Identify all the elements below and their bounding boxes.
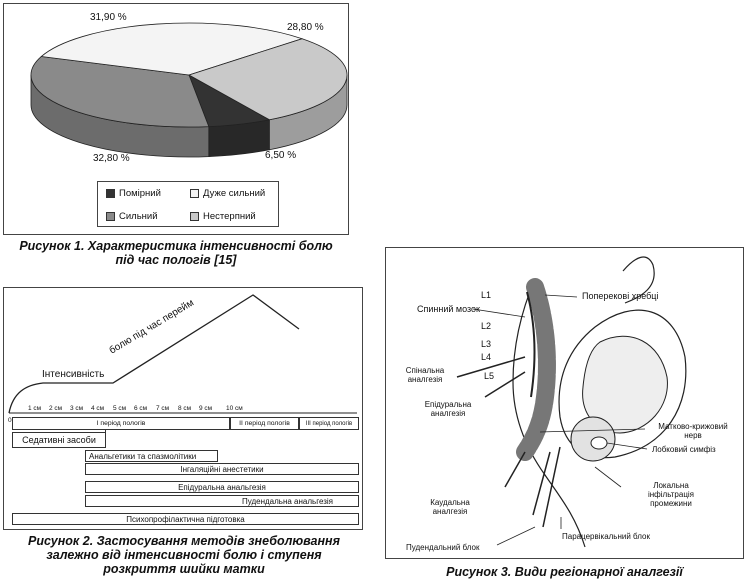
figure1-pie-chart [30, 22, 348, 158]
cm-tick-10: 10 см [226, 405, 243, 412]
period-second: II період пологів [230, 417, 299, 430]
cm-tick-2: 2 см [49, 405, 63, 412]
period-first: I період пологів [12, 417, 230, 430]
pudendal-needle [532, 451, 551, 516]
sedatives-connector [105, 430, 106, 447]
label-vertebrae: Поперекові хребці [582, 291, 659, 301]
label-uterosacral: Матково-крижовий нерв [658, 422, 728, 440]
pie-slice-unbearable [187, 38, 348, 121]
method-sedatives: Седативні засоби [12, 432, 106, 448]
method-pudendal: Пудендальна анальгезія [85, 495, 359, 507]
cm-zero-label: 0 [8, 417, 12, 424]
legend-label-strong: Сильний [119, 211, 158, 222]
method-inhalation: Інгаляційні анестетики [85, 463, 359, 475]
figure2-caption-line1: Рисунок 2. Застосування методів знеболюв… [28, 534, 340, 548]
label-L2: L2 [481, 321, 492, 331]
cm-tick-1: 1 см [28, 405, 42, 412]
legend-swatch-strong [106, 212, 115, 221]
figure1-caption: Рисунок 1. Характеристика інтенсивності … [0, 239, 352, 267]
label-symphysis: Лобковий симфіз [652, 445, 716, 454]
label-L5: L5 [484, 371, 495, 381]
cm-tick-4: 4 см [91, 405, 105, 412]
legend-item-strong: Сильний [106, 211, 158, 222]
label-local: Локальна інфільтрація промежини [647, 481, 695, 508]
figure1-legend: Помірний Дуже сильний Сильний Нестерпний [97, 181, 279, 227]
method-analgesics: Анальгетики та спазмолітики [85, 450, 218, 462]
label-spinal-cord: Спинний мозок [417, 304, 480, 314]
method-psychoprophylaxis: Психопрофілактична підготовка [12, 513, 359, 525]
figure3-anatomy-drawing [456, 256, 687, 548]
vertebral-column [516, 278, 556, 461]
leader-uterosacral [539, 428, 646, 433]
caudal-needle [504, 451, 526, 488]
legend-item-very-strong: Дуже сильний [190, 188, 265, 199]
figure2-caption-line2: залежно від інтенсивності болю і ступеня [46, 548, 322, 562]
legend-swatch-very-strong [190, 189, 199, 198]
cm-tick-9: 9 см [199, 405, 213, 412]
cm-tick-3: 3 см [70, 405, 84, 412]
pie-slice-strong [30, 56, 210, 128]
pie-label-unbearable: 28,80 % [287, 22, 324, 33]
curve-label-intensity: Інтенсивність [42, 369, 105, 380]
pain-curve-line [8, 294, 300, 414]
legend-item-unbearable: Нестерпний [190, 211, 256, 222]
label-spinal: Спінальна аналгезія [405, 366, 445, 384]
label-paracervical: Парацервікальний блок [562, 532, 650, 541]
pie-label-moderate: 6,50 % [265, 150, 297, 161]
legend-swatch-moderate [106, 189, 115, 198]
legend-label-unbearable: Нестерпний [203, 211, 256, 222]
cm-tick-5: 5 см [113, 405, 127, 412]
spinal-cord-line [526, 291, 536, 398]
paracervical-needle [542, 446, 561, 528]
figure1-caption-line2: під час пологів [15] [115, 253, 237, 267]
cm-tick-6: 6 см [134, 405, 148, 412]
label-L4: L4 [481, 352, 492, 362]
cm-tick-7: 7 см [156, 405, 170, 412]
leader-spinal-cord [472, 308, 526, 318]
leader-vertebrae [544, 294, 578, 298]
label-pudendal: Пудендальний блок [406, 543, 480, 552]
legend-label-moderate: Помірний [119, 188, 161, 199]
pie-label-strong: 32,80 % [93, 153, 130, 164]
back-outline [512, 278, 586, 548]
leader-local [594, 466, 622, 488]
period-third: III період пологів [299, 417, 359, 430]
figure1-frame [3, 3, 349, 235]
spinal-needle [456, 356, 526, 378]
label-caudal: Каудальна аналгезія [430, 498, 470, 516]
label-epidural: Епідуральна аналгезія [424, 400, 472, 418]
legend-label-very-strong: Дуже сильний [203, 188, 266, 199]
label-L1: L1 [481, 290, 492, 300]
cm-tick-8: 8 см [178, 405, 192, 412]
figure2-caption-line3: розкриття шийки матки [103, 562, 265, 576]
pie-slice-very-strong [40, 22, 304, 76]
figure2-caption: Рисунок 2. Застосування методів знеболюв… [0, 534, 368, 576]
label-L3: L3 [481, 339, 492, 349]
abdomen-outline [622, 256, 655, 304]
leader-symphysis [606, 442, 648, 450]
fetus-outline [582, 335, 668, 434]
leader-pudendal [496, 526, 536, 546]
pie-label-very-strong: 31,90 % [90, 12, 127, 23]
epidural-needle [484, 371, 526, 398]
figure1-caption-line1: Рисунок 1. Характеристика інтенсивності … [19, 239, 333, 253]
figure2-frame [3, 287, 363, 530]
legend-item-moderate: Помірний [106, 188, 161, 199]
legend-swatch-unbearable [190, 212, 199, 221]
figure3-caption: Рисунок 3. Види регіонарної аналгезії [446, 565, 683, 579]
uterus-outline [558, 309, 687, 459]
figure3-frame [385, 247, 744, 559]
method-epidural: Епідуральна анальгезія [85, 481, 359, 493]
pubic-symphysis [590, 436, 608, 450]
figure2-pain-curve [8, 294, 357, 414]
